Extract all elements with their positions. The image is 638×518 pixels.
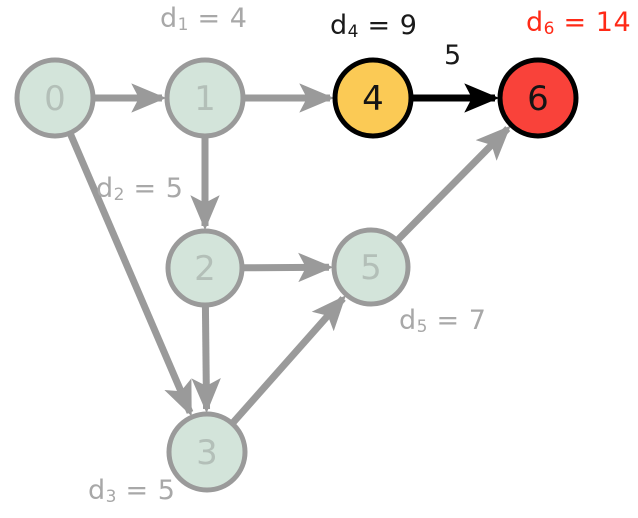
distance-label-d2: d2 = 5 <box>96 175 183 204</box>
distance-label-subscript: 2 <box>113 185 125 206</box>
distance-label-d5: d5 = 7 <box>399 307 486 336</box>
edge-2-to-3 <box>191 305 221 414</box>
distance-label-prefix: d <box>330 10 348 41</box>
node-4[interactable]: 4 <box>332 57 414 139</box>
distance-label-equals: = <box>358 10 400 41</box>
distance-label-d4: d4 = 9 <box>330 12 417 41</box>
distance-label-subscript: 3 <box>105 487 117 508</box>
distance-label-subscript: 1 <box>177 15 189 36</box>
distance-label-equals: = <box>554 7 596 38</box>
distance-label-prefix: d <box>399 305 417 336</box>
distance-label-value: 4 <box>229 3 248 34</box>
distance-label-equals: = <box>124 173 166 204</box>
distance-label-value: 5 <box>165 173 184 204</box>
node-circle-1[interactable] <box>164 57 246 139</box>
edges-layer <box>67 83 511 426</box>
node-circle-2[interactable] <box>165 228 245 308</box>
edge-0-to-3 <box>67 132 194 417</box>
distance-label-equals: = <box>188 3 230 34</box>
distance-label-prefix: d <box>160 3 178 34</box>
distance-label-d1: d1 = 4 <box>160 5 247 34</box>
distance-label-subscript: 6 <box>543 19 555 40</box>
node-label-2: 2 <box>194 249 216 289</box>
edge-5-to-6 <box>395 125 511 243</box>
distance-label-value: 5 <box>157 475 176 506</box>
edge-weight-w46: 5 <box>444 40 462 71</box>
node-3[interactable]: 3 <box>166 411 248 493</box>
node-circle-0[interactable] <box>14 57 96 139</box>
node-label-0: 0 <box>44 79 66 119</box>
node-5[interactable]: 5 <box>331 227 411 307</box>
distance-label-d3: d3 = 5 <box>88 477 175 506</box>
node-circle-6[interactable] <box>497 57 579 139</box>
distance-label-subscript: 5 <box>416 317 428 338</box>
node-0[interactable]: 0 <box>14 57 96 139</box>
node-1[interactable]: 1 <box>164 57 246 139</box>
node-label-5: 5 <box>360 248 382 288</box>
node-label-1: 1 <box>194 79 216 119</box>
nodes-layer: 0 1 2 3 4 5 6 <box>14 57 579 493</box>
distance-label-prefix: d <box>96 173 114 204</box>
distance-label-value: 7 <box>468 305 487 336</box>
node-label-6: 6 <box>527 79 549 119</box>
distance-label-subscript: 4 <box>347 22 359 43</box>
distance-label-equals: = <box>427 305 469 336</box>
node-circle-3[interactable] <box>166 411 248 493</box>
node-6[interactable]: 6 <box>497 57 579 139</box>
node-label-4: 4 <box>362 79 384 119</box>
distance-label-value: 14 <box>595 7 632 38</box>
distance-label-value: 9 <box>399 10 418 41</box>
node-circle-4[interactable] <box>332 57 414 139</box>
distance-label-equals: = <box>116 475 158 506</box>
edge-2-to-5 <box>242 252 334 283</box>
distance-label-prefix: d <box>526 7 544 38</box>
node-2[interactable]: 2 <box>165 228 245 308</box>
distance-label-d6: d6 = 14 <box>526 9 631 38</box>
edge-3-to-5 <box>230 295 346 426</box>
node-circle-5[interactable] <box>331 227 411 307</box>
distance-label-prefix: d <box>88 475 106 506</box>
node-label-3: 3 <box>196 433 218 473</box>
